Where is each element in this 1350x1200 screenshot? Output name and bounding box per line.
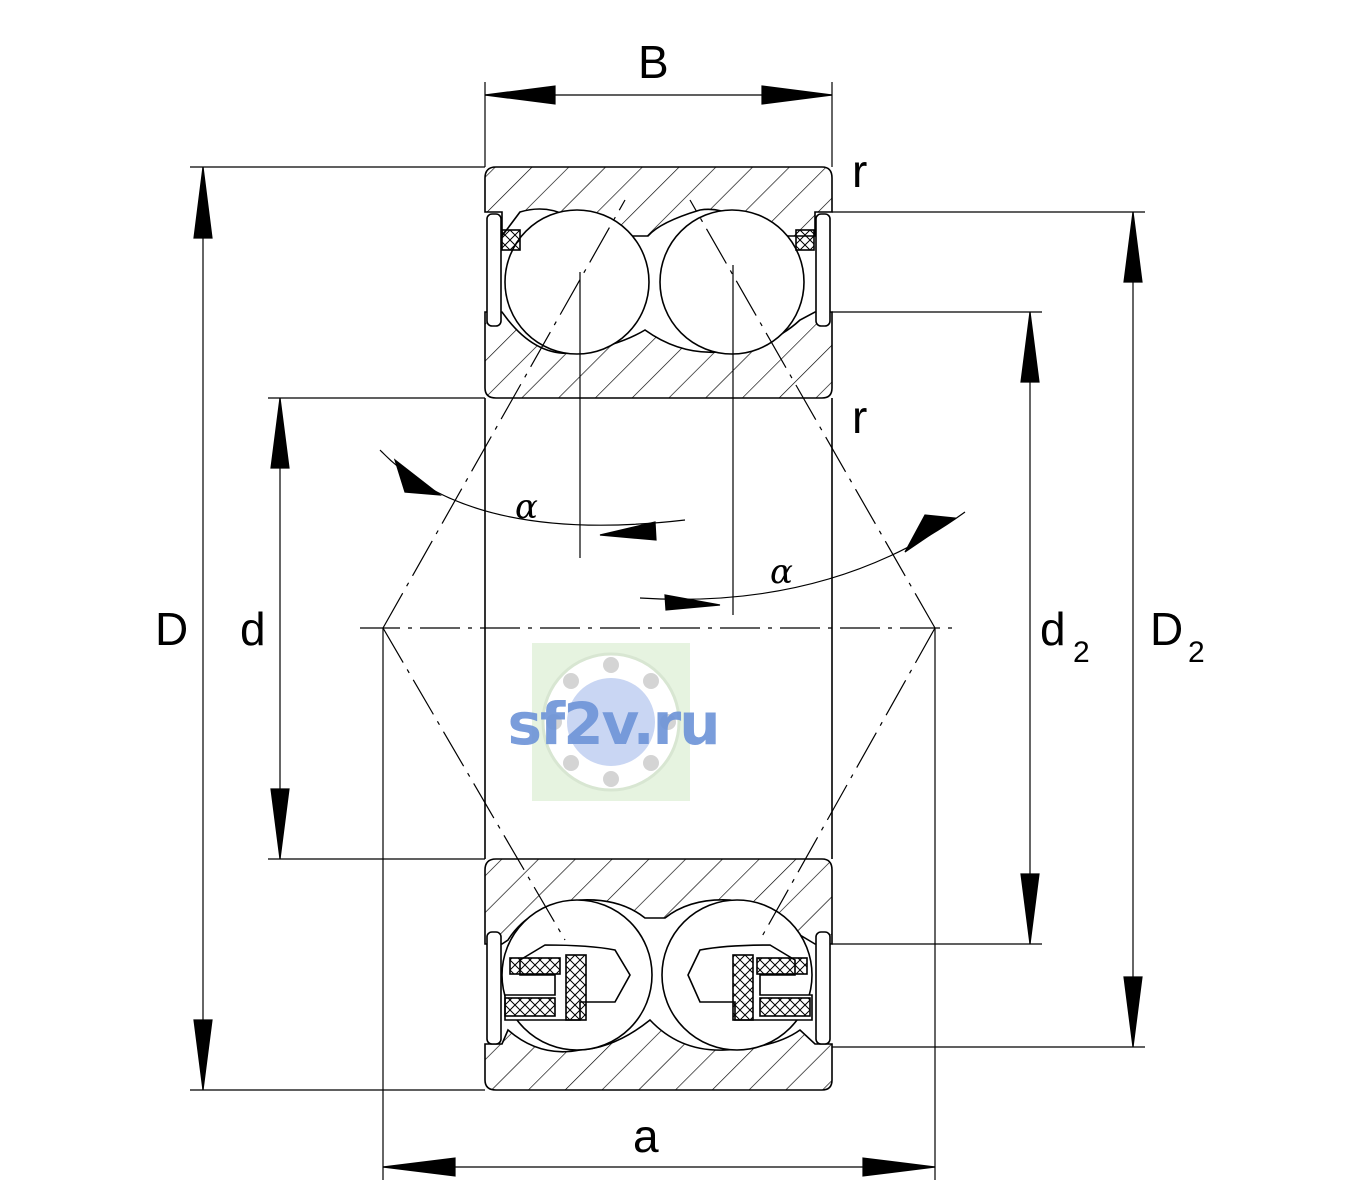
label-r-top: r (852, 145, 867, 197)
lower-section (484, 858, 833, 1091)
watermark-logo (532, 643, 690, 801)
construction-lines (360, 199, 955, 941)
label-r-mid: r (852, 391, 867, 443)
seal-upper-right (815, 213, 831, 327)
watermark-text: sf2v.ru (507, 690, 720, 758)
seal-lower-left (486, 931, 502, 1045)
upper-section (484, 166, 833, 399)
label-alpha-right: α (770, 552, 793, 592)
label-D: D (155, 603, 188, 655)
bearing-logo-icon (541, 652, 681, 792)
angle-arcs (379, 449, 966, 611)
label-D2-subscript: 2 (1188, 636, 1205, 669)
seal-lower-right (815, 931, 831, 1045)
ball-upper-left (504, 209, 650, 355)
ball-upper-right (659, 209, 805, 355)
ball-axes (579, 265, 734, 615)
label-d2: d (1040, 603, 1066, 655)
label-d2-subscript: 2 (1073, 636, 1090, 669)
label-B: B (638, 36, 669, 88)
label-D2: D (1150, 603, 1183, 655)
dimension-lines (190, 82, 1145, 1180)
seal-upper-left (486, 213, 502, 327)
label-a: a (633, 1110, 659, 1162)
label-d: d (240, 603, 266, 655)
label-alpha-left: α (515, 487, 538, 527)
